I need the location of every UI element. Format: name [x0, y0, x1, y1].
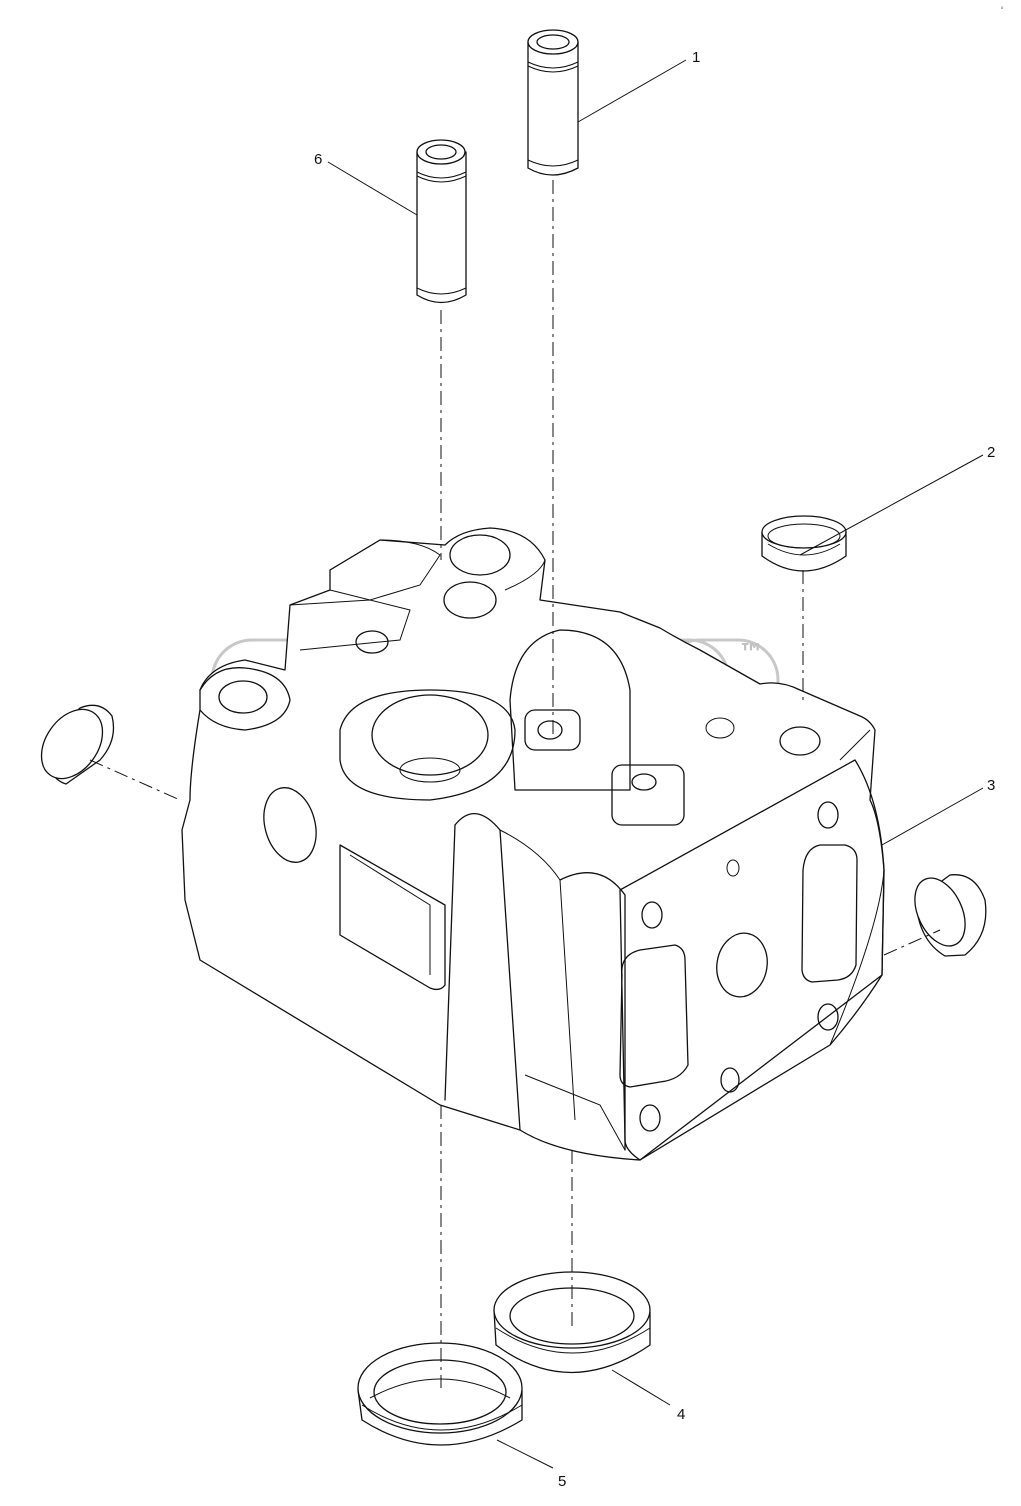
alignment-lines: [89, 180, 941, 1388]
cylinder-head: [181, 527, 885, 1161]
callout-2: 2: [987, 444, 995, 461]
callout-5: 5: [558, 1473, 566, 1490]
callout-1: 1: [692, 49, 700, 66]
watermark-trademark: ™: [738, 639, 764, 669]
plug-right: [914, 874, 987, 957]
plug-left: [40, 704, 115, 785]
valve-seat-ring-left: [357, 1342, 523, 1446]
corner-mark: °: [1000, 6, 1004, 14]
valve-guide-right: [527, 29, 579, 176]
callout-4: 4: [677, 1406, 685, 1423]
callout-labels: 1 2 3 4 5 6: [314, 49, 995, 1490]
callout-3: 3: [987, 777, 995, 794]
valve-seat-ring-right: [493, 1271, 651, 1374]
plug-top-right: [761, 515, 847, 572]
callout-6: 6: [314, 151, 322, 168]
valve-guide-left: [416, 139, 467, 304]
leader-lines: [327, 59, 984, 1469]
